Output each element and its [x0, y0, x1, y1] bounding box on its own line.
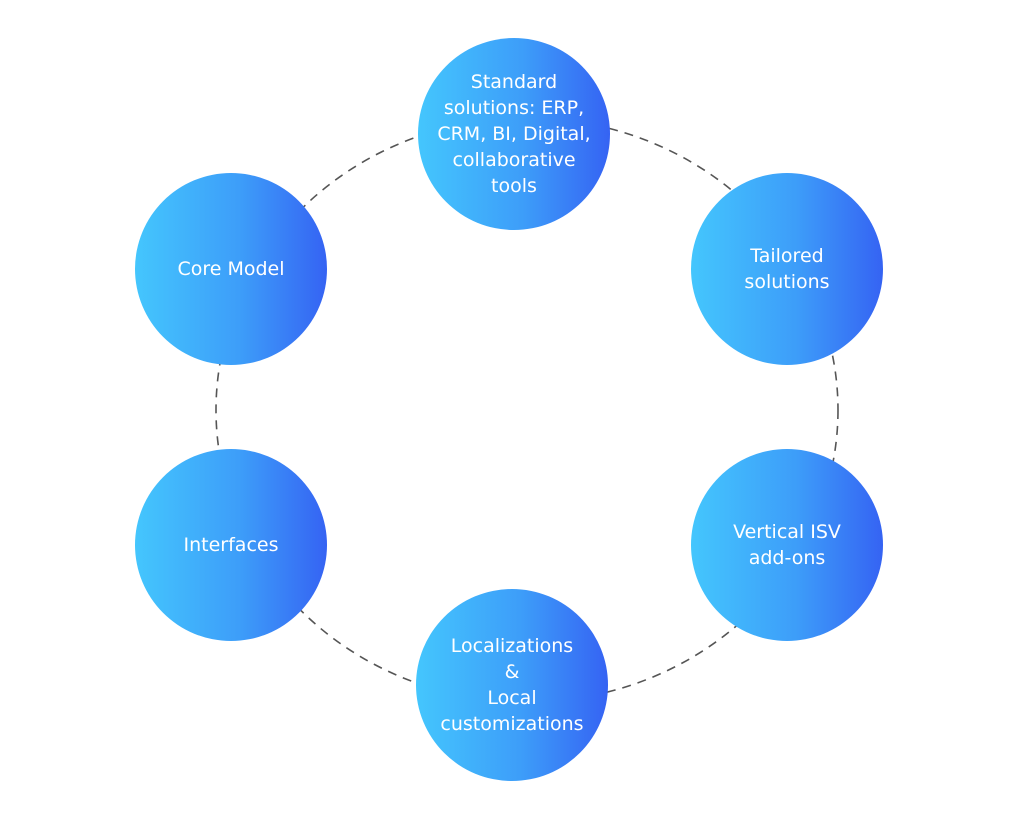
node-tailored-solutions: Tailored solutions: [691, 173, 883, 365]
label-line: solutions: ERP,: [443, 97, 585, 119]
node-label: Localizations & Local customizations: [440, 633, 583, 737]
label-line: collaborative: [452, 149, 576, 171]
node-vertical-isv-addons: Vertical ISV add-ons: [691, 449, 883, 641]
label-line: Vertical ISV: [733, 521, 841, 543]
node-label: Tailored solutions: [744, 243, 829, 295]
label-line: Core Model: [177, 258, 285, 280]
node-standard-solutions: Standard solutions: ERP, CRM, BI, Digita…: [418, 38, 610, 230]
node-label: Standard solutions: ERP, CRM, BI, Digita…: [437, 69, 590, 199]
label-line: Interfaces: [183, 534, 279, 556]
dashed-connector-ellipse: [215, 117, 839, 703]
label-line: tools: [491, 175, 537, 197]
node-label: Interfaces: [184, 532, 279, 558]
label-line: Localizations: [450, 635, 574, 657]
label-line: &: [504, 661, 520, 683]
label-line: solutions: [744, 271, 830, 293]
label-line: Local: [487, 687, 537, 709]
label-line: Tailored: [750, 245, 824, 267]
label-line: Standard: [470, 71, 558, 93]
node-interfaces: Interfaces: [135, 449, 327, 641]
node-label: Core Model: [177, 256, 284, 282]
node-label: Vertical ISV add-ons: [733, 519, 841, 571]
node-localizations: Localizations & Local customizations: [416, 589, 608, 781]
label-line: customizations: [440, 713, 584, 735]
label-line: add-ons: [748, 547, 826, 569]
label-line: CRM, BI, Digital,: [437, 123, 591, 145]
node-core-model: Core Model: [135, 173, 327, 365]
